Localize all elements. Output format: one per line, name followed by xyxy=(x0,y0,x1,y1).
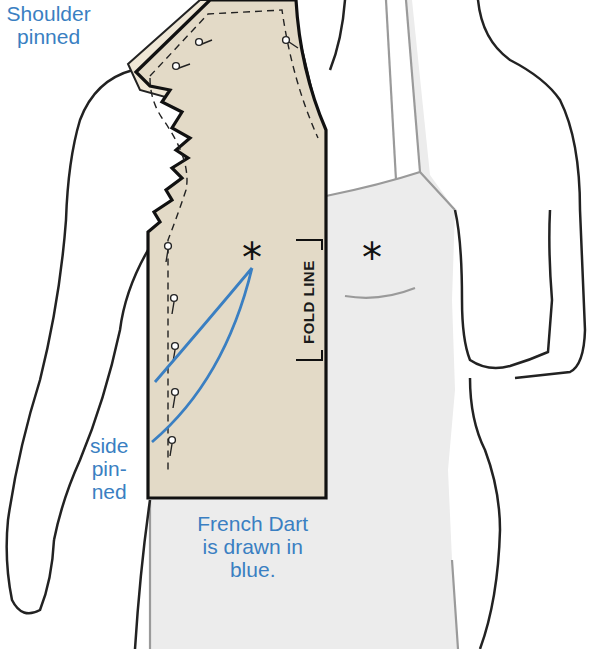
bust-point-mark: * xyxy=(242,238,262,278)
neck xyxy=(330,0,345,70)
camisole-strap xyxy=(406,0,420,172)
right-hip xyxy=(470,378,500,649)
part-note: Shoulder pinned xyxy=(4,2,93,48)
bust-line xyxy=(345,288,415,298)
bodice-pattern-piece xyxy=(136,0,326,498)
fold-line-label: FOLD LINE xyxy=(301,260,318,344)
left-arm-inner xyxy=(54,250,148,540)
bust-point-mark: * xyxy=(362,238,382,278)
right-arm-inner xyxy=(455,210,552,368)
left-arm-outline xyxy=(7,70,133,613)
part-note: French Dart is drawn in blue. xyxy=(196,512,309,581)
camisole-neckline xyxy=(326,172,455,210)
dress-side xyxy=(150,500,458,649)
seam-line xyxy=(150,10,318,470)
pins xyxy=(165,37,298,456)
right-arm-outline xyxy=(478,0,585,378)
french-dart xyxy=(152,268,252,442)
part-note: side pin-ned xyxy=(84,434,134,503)
camisole-strap xyxy=(386,0,396,180)
fold-line-bracket xyxy=(296,240,322,360)
left-hip xyxy=(135,500,150,649)
